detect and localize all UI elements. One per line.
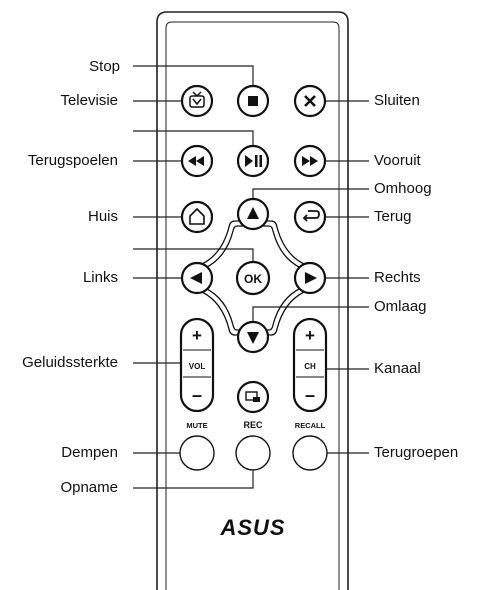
volume-up-label: + [192, 326, 202, 345]
leader-stop [133, 65, 254, 89]
asus-logo: ASUS [219, 515, 285, 540]
triangle-right-icon [305, 272, 317, 284]
volume-rocker[interactable]: + VOL – [179, 317, 215, 413]
pip-button[interactable] [236, 380, 270, 414]
vol-label: VOL [189, 362, 206, 371]
right-button[interactable] [293, 261, 327, 295]
callout-televisie: Televisie [60, 92, 118, 109]
back-button[interactable] [293, 200, 327, 234]
leader-opname [133, 471, 254, 489]
tv-icon [189, 91, 205, 108]
triangle-down-icon [247, 332, 259, 344]
ok-button[interactable]: OK [235, 260, 271, 296]
callout-vooruit: Vooruit [374, 152, 421, 169]
callout-opname: Opname [60, 479, 118, 496]
leader-omlaag [252, 306, 369, 322]
volume-down-label: – [192, 385, 202, 405]
triangle-up-icon [247, 207, 259, 219]
callout-links: Links [82, 269, 118, 286]
callout-huis: Huis [87, 208, 118, 225]
rewind-icon [188, 156, 204, 166]
home-button[interactable] [180, 200, 214, 234]
leader-lines [133, 65, 369, 489]
recall-label: RECALL [295, 421, 326, 430]
callout-terug: Terug [374, 208, 412, 225]
leader-ok [133, 248, 254, 264]
fast-forward-button[interactable] [293, 144, 327, 178]
pip-icon [245, 391, 260, 402]
callout-kanaal: Kanaal [374, 360, 421, 377]
rec-label: REC [243, 420, 263, 430]
down-button[interactable] [236, 320, 270, 354]
triangle-left-icon [190, 272, 202, 284]
left-button[interactable] [180, 261, 214, 295]
channel-rocker[interactable]: + CH – [292, 317, 328, 413]
channel-up-label: + [305, 326, 315, 345]
leader-play-pause [133, 130, 254, 149]
callout-omlaag: Omlaag [374, 298, 427, 315]
mute-label: MUTE [186, 421, 207, 430]
stop-icon [248, 96, 258, 106]
play-pause-icon [245, 155, 262, 167]
close-icon [304, 95, 316, 107]
close-button[interactable] [293, 84, 327, 118]
callout-stop: Stop [89, 58, 120, 75]
home-icon [189, 207, 205, 225]
callout-terugspoelen: Terugspoelen [27, 152, 118, 169]
callout-rechts: Rechts [374, 269, 421, 286]
rec-button[interactable] [235, 435, 271, 471]
callout-sluiten: Sluiten [374, 92, 420, 109]
back-icon [302, 210, 320, 222]
channel-down-label: – [305, 385, 315, 405]
play-pause-button[interactable] [236, 144, 270, 178]
callout-dempen: Dempen [61, 444, 118, 461]
ch-label: CH [304, 362, 316, 371]
fast-forward-icon [302, 156, 318, 166]
callout-terugroepen: Terugroepen [374, 444, 459, 461]
callout-geluidssterkte: Geluidssterkte [22, 354, 118, 371]
leader-omhoog [252, 188, 369, 199]
recall-button[interactable] [292, 435, 328, 471]
up-button[interactable] [236, 197, 270, 231]
tv-button[interactable] [180, 84, 214, 118]
rewind-button[interactable] [180, 144, 214, 178]
stop-button[interactable] [236, 84, 270, 118]
callout-omhoog: Omhoog [374, 180, 432, 197]
mute-button[interactable] [179, 435, 215, 471]
ok-label: OK [244, 272, 262, 286]
